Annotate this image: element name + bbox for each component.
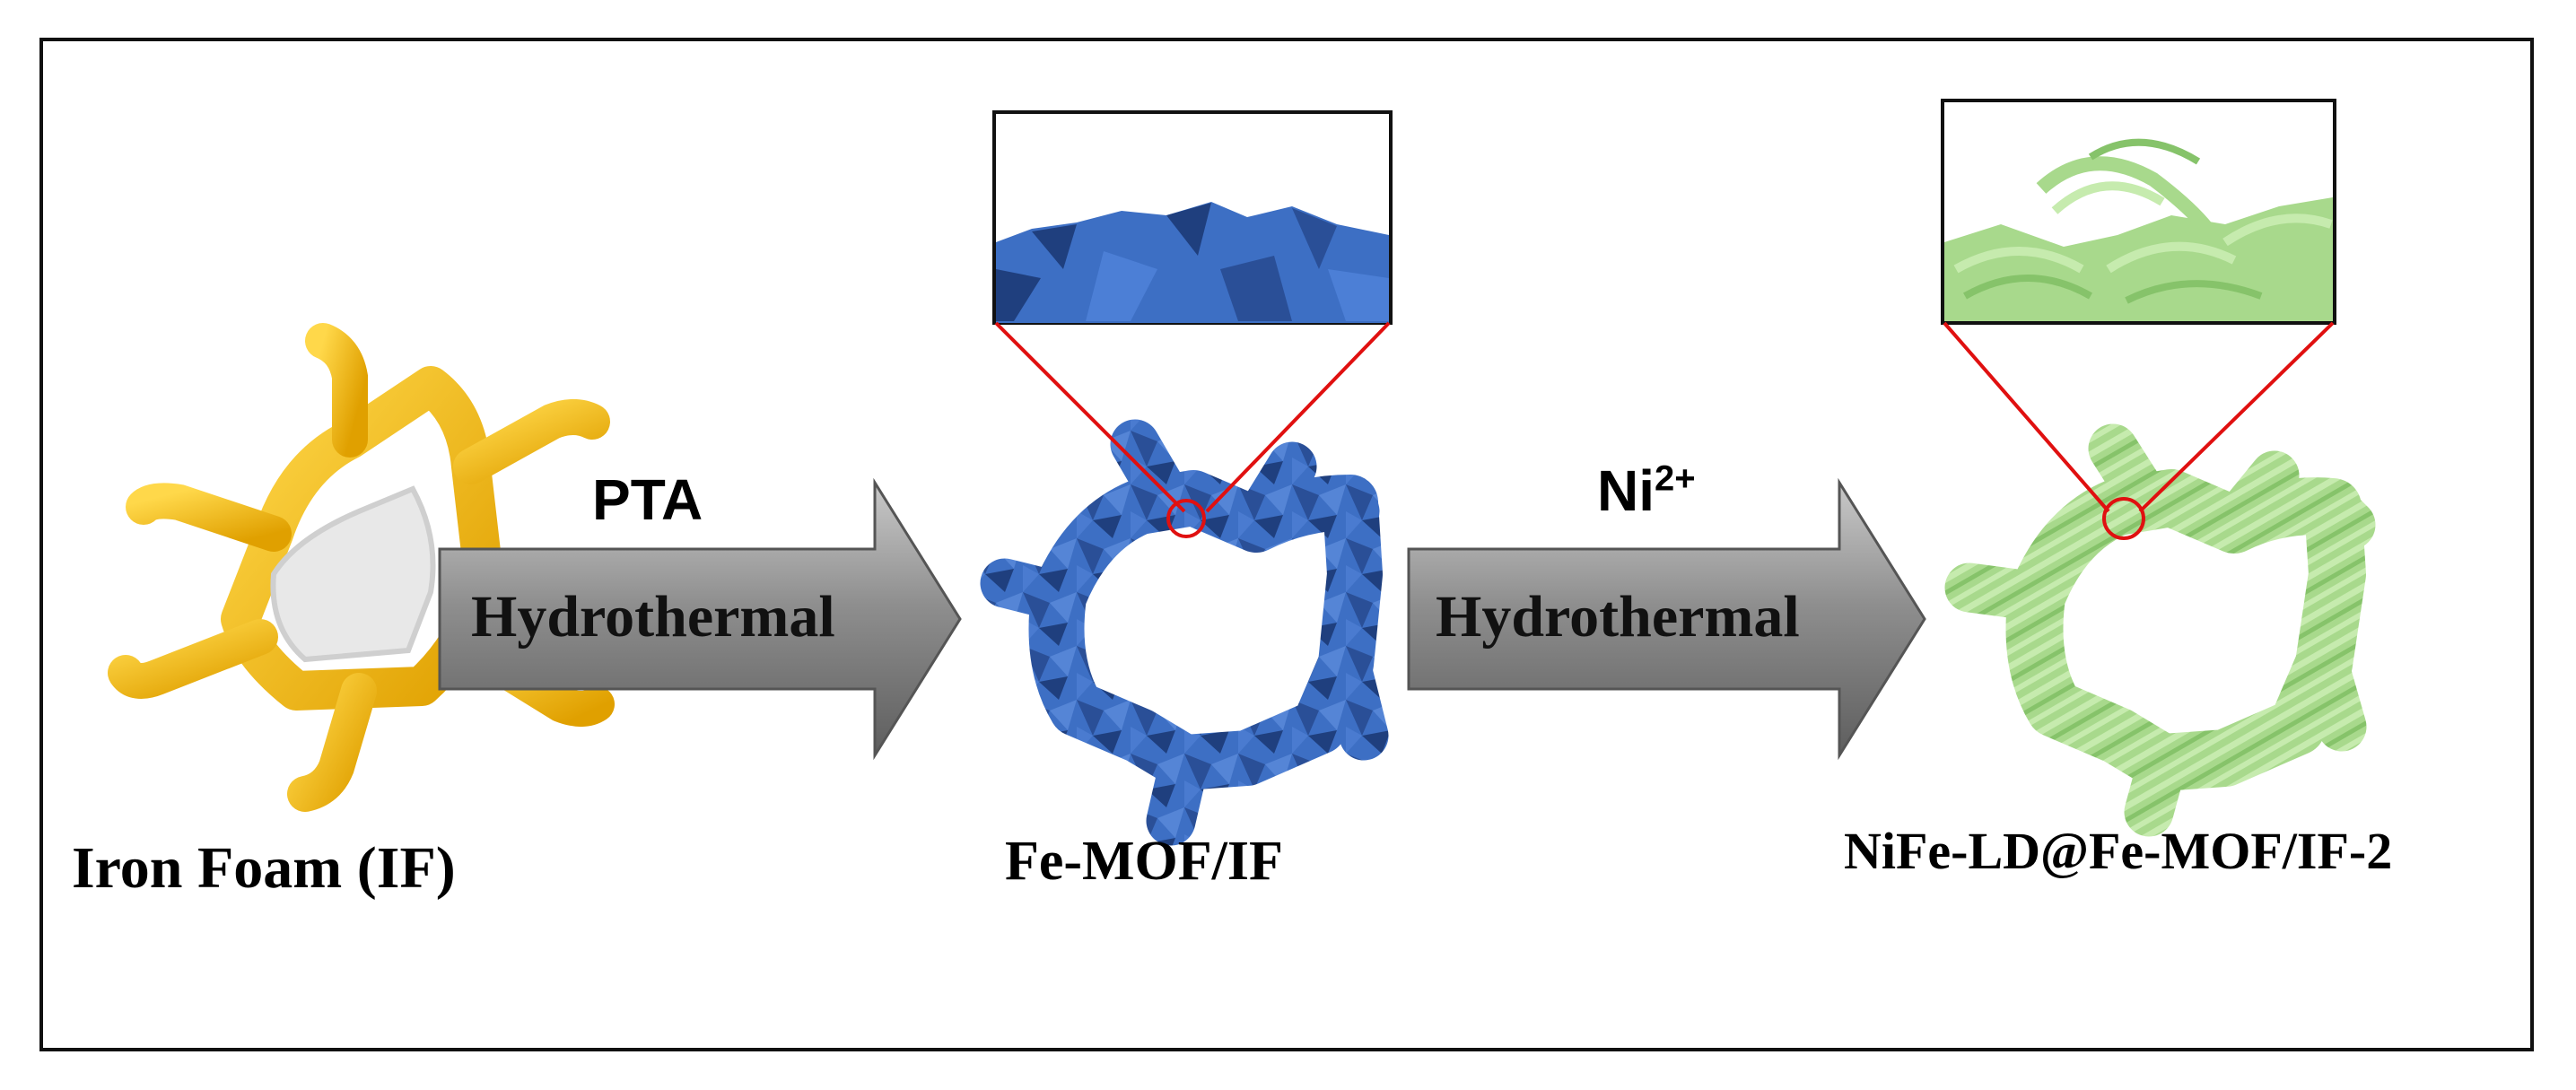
label-fe-mof: Fe-MOF/IF [1005, 831, 1283, 892]
step2-reagent-base: Ni [1597, 458, 1655, 523]
step1-reagent: PTA [592, 467, 703, 532]
step2-process: Hydrothermal [1436, 584, 1800, 650]
label-nife: NiFe-LD@Fe-MOF/IF-2 [1844, 822, 2393, 880]
nife-zoom [1941, 99, 2336, 540]
step2-reagent-charge: 2+ [1655, 458, 1696, 499]
nife-graphic [1944, 423, 2376, 837]
fe-mof-graphic [980, 419, 1389, 846]
reaction-arrow-2 [1407, 477, 1926, 761]
step2-reagent: Ni2+ [1597, 458, 1696, 524]
label-iron-foam: Iron Foam (IF) [72, 835, 456, 901]
fe-mof-zoom [992, 110, 1393, 538]
reaction-arrow-1 [438, 477, 962, 761]
step1-process: Hydrothermal [471, 584, 835, 650]
iron-foam-graphic [108, 323, 615, 812]
